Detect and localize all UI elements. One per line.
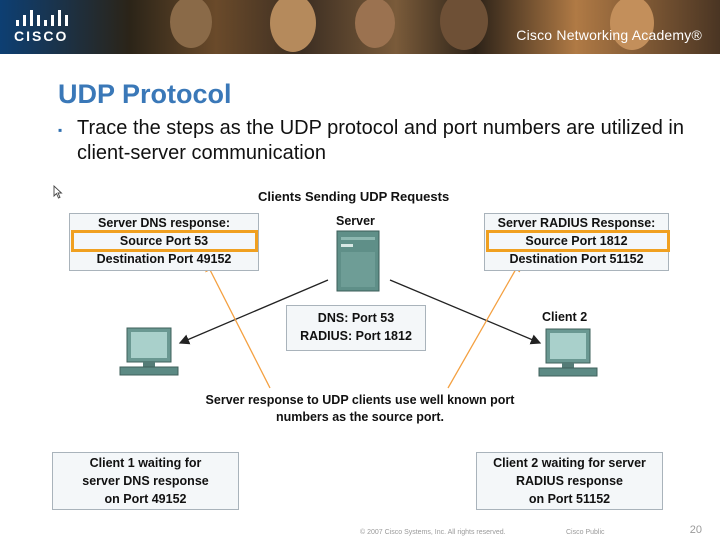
banner-photo-strip xyxy=(150,0,720,54)
server-icon xyxy=(336,230,380,292)
client2-waiting-box xyxy=(476,452,663,510)
client2-computer-icon xyxy=(538,328,598,377)
radius-response-box xyxy=(484,213,669,271)
cisco-logo-word: CISCO xyxy=(14,28,69,44)
response-arrow-client2 xyxy=(389,279,542,345)
networking-academy-label: Cisco Networking Academy® xyxy=(516,27,702,43)
radius-source-port: Source Port 1812 xyxy=(525,234,628,248)
cisco-logo-bars-icon xyxy=(16,8,68,26)
client1-waiting-line3: on Port 49152 xyxy=(104,492,187,506)
udp-note-line1: Server response to UDP clients use well … xyxy=(205,393,515,407)
dns-response-box xyxy=(69,213,259,271)
server-port-dns: DNS: Port 53 xyxy=(317,311,395,325)
client1-waiting-line2: server DNS response xyxy=(82,474,209,488)
diagram-heading: Clients Sending UDP Requests xyxy=(258,189,450,204)
udp-note-line2: numbers as the source port. xyxy=(275,410,445,424)
client2-label: Client 2 xyxy=(542,310,588,324)
dns-destination-port: Destination Port 49152 xyxy=(96,252,232,266)
slide-title: UDP Protocol xyxy=(58,79,232,109)
response-arrow-client1 xyxy=(178,279,329,345)
page-number: 20 xyxy=(689,524,702,536)
client1-waiting-line1: Client 1 waiting for xyxy=(89,456,202,470)
cisco-logo: CISCO xyxy=(14,8,74,48)
note-arrow-dns xyxy=(205,260,271,389)
server-label: Server xyxy=(336,214,375,228)
client1-computer-icon xyxy=(119,327,179,376)
dns-source-port: Source Port 53 xyxy=(119,234,209,248)
slide-bullet: Trace the steps as the UDP protocol and … xyxy=(77,117,684,164)
client2-waiting-line1: Client 2 waiting for server xyxy=(493,456,646,470)
client1-waiting-box xyxy=(52,452,239,510)
dns-source-port-highlight xyxy=(71,230,258,252)
server-port-radius: RADIUS: Port 1812 xyxy=(300,329,412,343)
radius-destination-port: Destination Port 51152 xyxy=(509,252,644,266)
mouse-pointer-icon xyxy=(53,185,63,199)
header-banner: CISCO Cisco Networking Academy® xyxy=(0,0,720,54)
client2-waiting-line3: on Port 51152 xyxy=(528,492,611,506)
dns-response-heading: Server DNS response: xyxy=(97,216,230,230)
copyright-notice: © 2007 Cisco Systems, Inc. All rights re… xyxy=(360,529,506,536)
server-ports-box xyxy=(286,305,426,351)
client2-waiting-line2: RADIUS response xyxy=(516,474,623,488)
bullet-marker: ▪ xyxy=(58,123,63,137)
note-arrow-radius xyxy=(447,260,521,389)
classification-label: Cisco Public xyxy=(566,529,605,536)
radius-response-heading: Server RADIUS Response: xyxy=(497,216,656,230)
radius-source-port-highlight xyxy=(486,230,670,252)
